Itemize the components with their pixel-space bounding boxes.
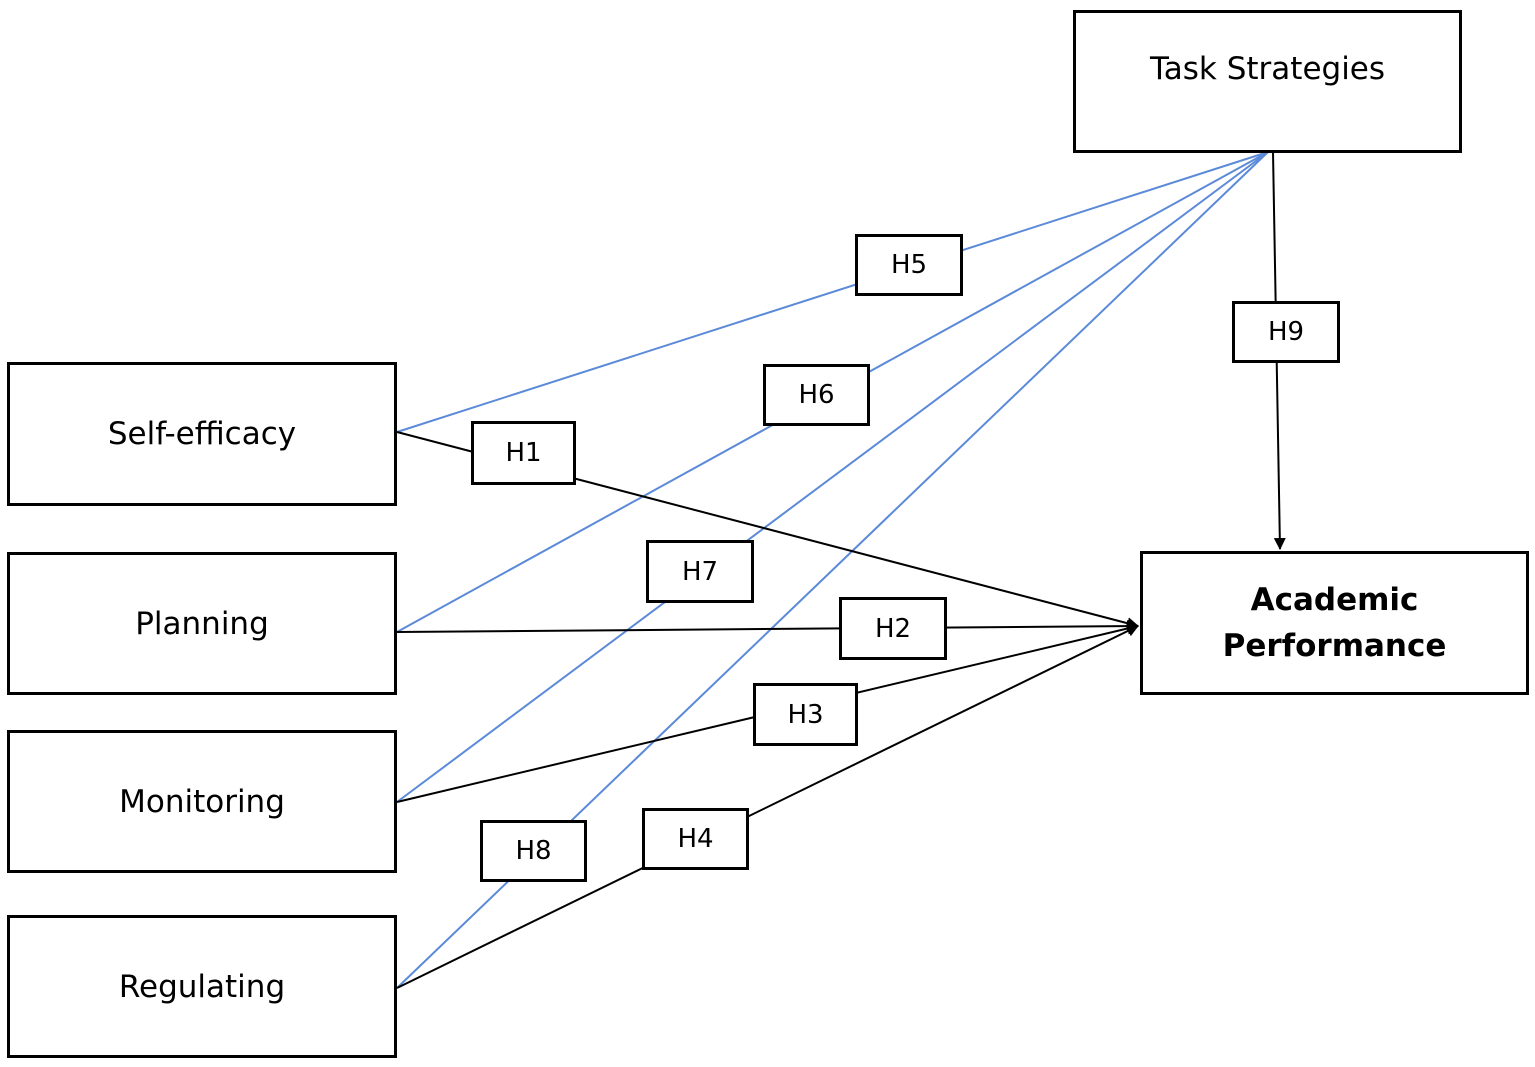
hypothesis-h9-label: H9 xyxy=(1232,301,1340,363)
self-efficacy-box: Self-efficacy xyxy=(7,362,397,506)
hypothesis-h8-label: H8 xyxy=(480,820,587,882)
hypothesis-h5-label: H5 xyxy=(855,234,963,296)
path-h4-regulating-to-academic xyxy=(396,625,1139,989)
academic-performance-label-line1: Academic xyxy=(1250,582,1419,618)
monitoring-box: Monitoring xyxy=(7,730,397,873)
monitoring-label: Monitoring xyxy=(119,783,285,820)
path-h7-monitoring-to-task xyxy=(396,151,1269,803)
hypothesis-h2-label: H2 xyxy=(839,597,947,660)
regulating-label: Regulating xyxy=(118,968,286,1005)
path-h5-self-efficacy-to-task xyxy=(396,151,1269,433)
path-h2-planning-to-academic xyxy=(396,620,1139,633)
task-strategies-label: Task Strategies xyxy=(1149,51,1386,87)
academic-performance-label-line2: Performance xyxy=(1222,628,1447,664)
planning-label: Planning xyxy=(135,605,269,642)
hypothesis-h4-label: H4 xyxy=(642,808,749,870)
hypothesis-h6-label: H6 xyxy=(763,364,870,426)
hypothesis-h3-label: H3 xyxy=(753,683,858,746)
task-strategies-box: Task Strategies xyxy=(1073,10,1462,153)
self-efficacy-label: Self-efficacy xyxy=(107,416,297,452)
academic-performance-box: Academic Performance xyxy=(1140,551,1529,695)
hypothesis-h1-label: H1 xyxy=(471,421,576,485)
hypothesis-h7-label: H7 xyxy=(646,540,754,603)
planning-box: Planning xyxy=(7,552,397,695)
regulating-box: Regulating xyxy=(7,915,397,1058)
